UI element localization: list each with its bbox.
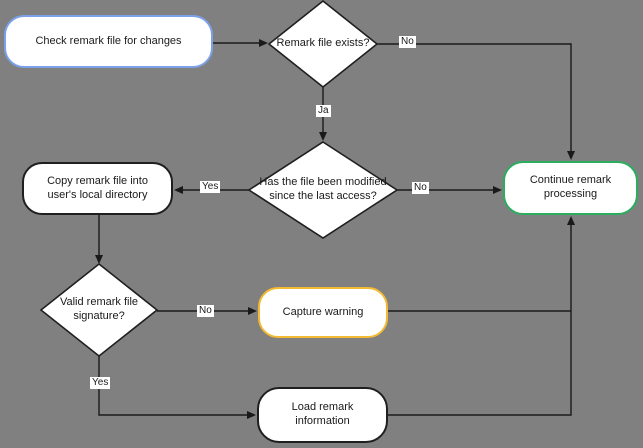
decision-exists-label: Remark file exists? — [276, 37, 370, 50]
arrowhead-into-continue-bottom — [567, 216, 575, 225]
node-check-remark-file: Check remark file for changes — [4, 15, 213, 68]
decision-valid-label: Valid remark file signature? — [59, 296, 139, 322]
arrowhead-into-continue-left — [493, 186, 502, 194]
decision-modified-label: Has the file been modified since the las… — [259, 176, 387, 202]
node-copy-remark-file: Copy remark file into user's local direc… — [22, 162, 173, 215]
edge-label-valid-yes: Yes — [90, 377, 111, 389]
node-capture-warning: Capture warning — [258, 287, 388, 338]
arrowhead-into-continue-top — [567, 151, 575, 160]
node-load-remark-info: Load remark information — [257, 387, 388, 443]
edge-exists-no-continue — [377, 43, 572, 152]
node-continue-processing: Continue remark processing — [503, 161, 638, 215]
node-capture-label: Capture warning — [282, 305, 364, 318]
edge-load-to-continue — [388, 225, 572, 416]
node-copy-label: Copy remark file into user's local direc… — [47, 174, 148, 201]
decision-exists-shape — [267, 0, 379, 89]
edge-label-valid-no: No — [197, 305, 214, 317]
decision-modified-shape — [247, 141, 399, 239]
edge-label-modified-no: No — [412, 182, 429, 194]
arrowhead-into-exists — [259, 39, 268, 47]
arrowhead-into-valid — [95, 255, 103, 264]
node-continue-label: Continue remark processing — [529, 174, 612, 200]
edge-valid-yes-load — [98, 356, 247, 416]
arrowhead-into-copy — [174, 186, 183, 194]
arrowhead-into-capture — [248, 307, 257, 315]
edge-label-modified-yes: Yes — [200, 181, 221, 193]
decision-valid-shape — [39, 262, 159, 358]
arrowhead-into-load — [247, 411, 256, 419]
arrowhead-into-modified — [319, 132, 327, 141]
edge-label-exists-ja: Ja — [316, 105, 331, 117]
node-check-label: Check remark file for changes — [35, 34, 182, 47]
edge-label-exists-no: No — [399, 36, 416, 48]
node-load-label: Load remark information — [291, 401, 354, 427]
